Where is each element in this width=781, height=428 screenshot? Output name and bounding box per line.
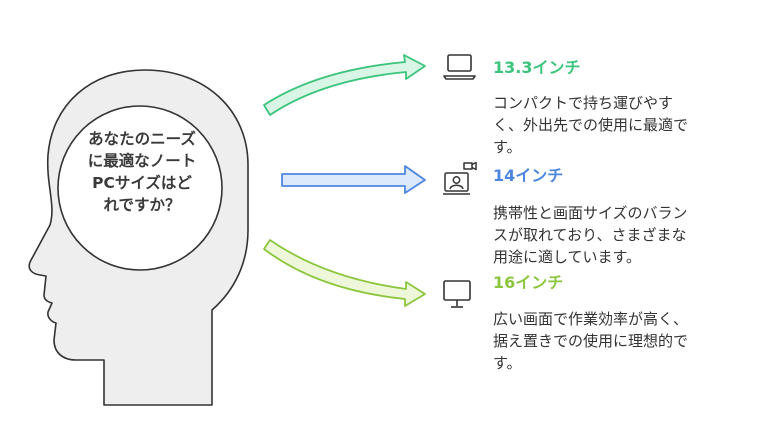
question-line: れですか？ <box>103 196 181 214</box>
laptop-icon <box>443 54 476 80</box>
option-desc-16: 広い画面で作業効率が高く、 据え置きでの使用に理想的で す。 <box>493 308 773 374</box>
option-desc-13-3: コンパクトで持ち運びやす く、外出先での使用に最適で す。 <box>493 92 773 158</box>
arrow-14 <box>281 165 426 194</box>
question-line: に最適なノート <box>87 152 197 170</box>
desc-line: 据え置きでの使用に理想的で <box>493 332 689 350</box>
question-line: PCサイズはど <box>92 174 192 192</box>
option-desc-14: 携帯性と画面サイズのバラン スが取れており、さまざまな 用途に適しています。 <box>493 202 773 268</box>
thought-circle <box>57 105 223 271</box>
desc-line: 携帯性と画面サイズのバラン <box>493 204 688 222</box>
video-conference-icon <box>443 161 477 195</box>
monitor-icon <box>443 280 471 308</box>
desc-line: す。 <box>493 354 522 372</box>
arrow-16 <box>263 239 426 307</box>
desc-line: 用途に適しています。 <box>493 248 642 266</box>
desc-line: く、外出先での使用に最適で <box>493 116 689 134</box>
arrow-13-3 <box>263 54 426 116</box>
desc-line: スが取れており、さまざまな <box>493 226 687 244</box>
desc-line: 広い画面で作業効率が高く、 <box>493 310 689 328</box>
option-title-13-3: 13.3インチ <box>493 58 581 77</box>
option-title-14: 14インチ <box>493 166 564 185</box>
option-title-16: 16インチ <box>493 273 564 292</box>
desc-line: す。 <box>493 138 522 156</box>
question-line: あなたのニーズ <box>88 130 196 148</box>
central-question: あなたのニーズ に最適なノート PCサイズはど れですか？ <box>72 128 212 216</box>
desc-line: コンパクトで持ち運びやす <box>493 94 674 112</box>
